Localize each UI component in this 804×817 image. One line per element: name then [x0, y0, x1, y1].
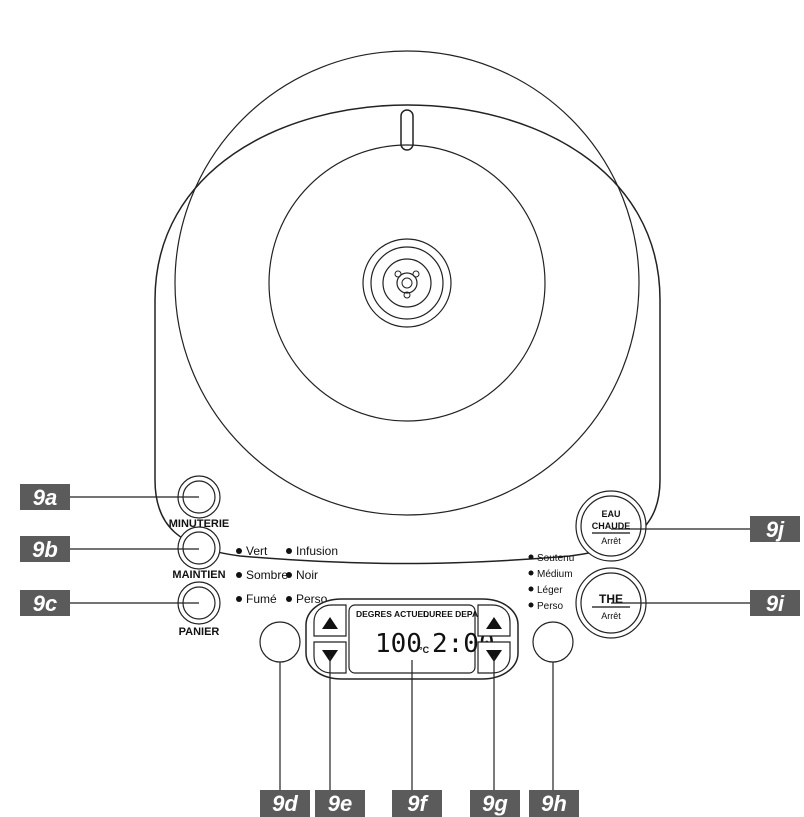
callout-9b: 9b	[20, 536, 70, 562]
connector-pin-center	[401, 277, 413, 289]
callout-9a: 9a	[20, 484, 70, 510]
base-outline	[154, 104, 661, 565]
strength-select-button[interactable]	[532, 621, 574, 663]
strength-leger: Léger	[537, 585, 563, 596]
callout-9h: 9h	[529, 790, 579, 817]
svg-text:9b: 9b	[32, 537, 58, 562]
eau-chaude-button[interactable]	[575, 490, 647, 562]
connector-ring	[370, 246, 444, 320]
svg-text:9i: 9i	[766, 591, 785, 616]
up-arrow-icon	[486, 617, 502, 629]
eau-chaude-label-line1: EAU	[601, 509, 620, 519]
svg-text:9e: 9e	[328, 791, 352, 816]
svg-text:9a: 9a	[33, 485, 57, 510]
connector-hole	[412, 270, 420, 278]
svg-text:9f: 9f	[407, 791, 429, 816]
the-label: THE	[599, 592, 623, 606]
svg-text:9j: 9j	[766, 517, 785, 542]
tea-type-list: Vert Sombre Fumé Infusion Noir Perso	[236, 544, 338, 606]
callout-9i: 9i	[750, 590, 800, 616]
maintien-button[interactable]	[177, 526, 221, 570]
tea-type-perso: Perso	[296, 592, 328, 606]
svg-text:9h: 9h	[541, 791, 567, 816]
callout-9c: 9c	[20, 590, 70, 616]
callout-9f: 9f	[392, 790, 442, 817]
time-up-button[interactable]	[477, 604, 511, 637]
tea-type-infusion: Infusion	[296, 544, 338, 558]
tea-type-sombre: Sombre	[246, 568, 288, 582]
lcd-header-temperature: DEGRES ACTUEL	[356, 609, 428, 619]
strength-soutenu: Soutenu	[537, 553, 574, 564]
svg-text:9c: 9c	[33, 591, 57, 616]
temperature-up-button[interactable]	[313, 604, 347, 637]
tea-type-select-button[interactable]	[259, 621, 301, 663]
up-arrow-icon	[322, 617, 338, 629]
temperature-unit: °C	[419, 645, 430, 655]
the-stop-label: Arrêt	[601, 611, 621, 621]
tea-type-fume: Fumé	[246, 592, 277, 606]
top-slot	[400, 109, 414, 151]
strength-perso: Perso	[537, 601, 564, 612]
panier-label: PANIER	[179, 626, 220, 638]
callout-leader-lines	[70, 496, 750, 790]
outer-plate-ring	[174, 50, 640, 516]
svg-text:9g: 9g	[482, 791, 508, 816]
tea-type-vert: Vert	[246, 544, 268, 558]
tea-type-noir: Noir	[296, 568, 318, 582]
temperature-readout: 100	[375, 629, 422, 659]
inner-plate-ring	[268, 144, 546, 422]
minuterie-label: MINUTERIE	[169, 518, 230, 530]
connector-ring-outer	[362, 238, 452, 328]
callout-9j: 9j	[750, 516, 800, 542]
eau-chaude-label-line2: CHAUDE	[592, 521, 631, 531]
lcd-header-time: DUREE DEPART	[423, 609, 490, 619]
callout-9d: 9d	[260, 790, 310, 817]
strength-medium: Médium	[537, 569, 573, 580]
connector-pin	[396, 272, 418, 294]
maintien-label: MAINTIEN	[172, 569, 225, 581]
connector-hole	[394, 270, 402, 278]
eau-chaude-stop-label: Arrêt	[601, 536, 621, 546]
svg-text:9d: 9d	[272, 791, 298, 816]
strength-list: Soutenu Médium Léger Perso	[528, 553, 574, 612]
callout-9e: 9e	[315, 790, 365, 817]
connector-ring-inner	[382, 258, 432, 308]
connector-hole	[403, 291, 411, 299]
callout-9g: 9g	[470, 790, 520, 817]
